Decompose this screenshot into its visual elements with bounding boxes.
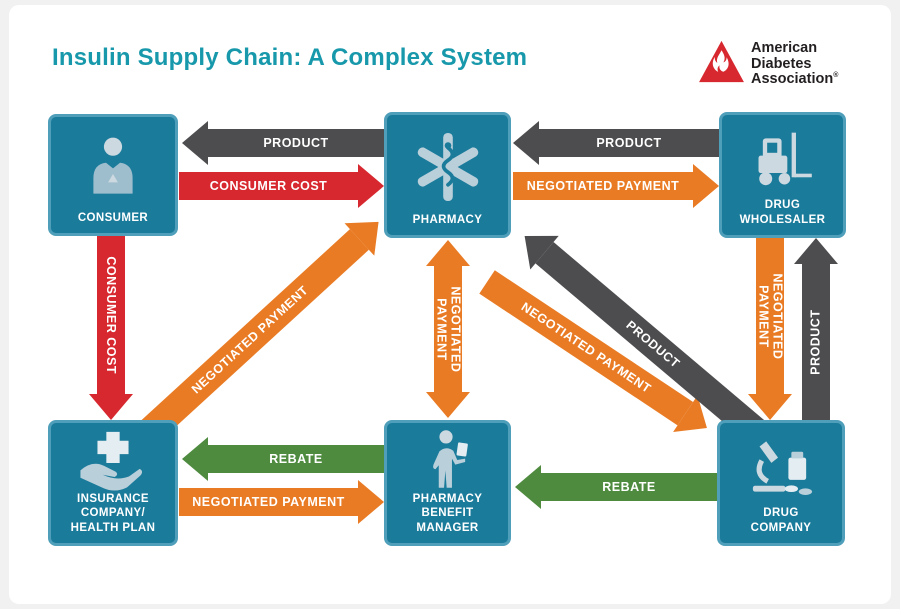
node-label: INSURANCE COMPANY/ HEALTH PLAN	[70, 492, 156, 534]
arrow-consumer-cost-consumer-to-insurance: CONSUMER COST	[89, 236, 133, 420]
arrowhead-left	[515, 465, 541, 509]
hands-holding-cross-icon	[76, 429, 150, 492]
arrow-label: CONSUMER COST	[209, 178, 328, 193]
node-label: DRUG COMPANY	[750, 507, 812, 534]
arrow-label: PRODUCT	[808, 309, 823, 375]
arrow-negotiated-payment-pharmacy-pbm: NEGOTIATED PAYMENT	[426, 240, 470, 418]
star-of-life-icon	[411, 121, 485, 213]
arrow-negotiated-payment-wholesaler-to-drug-company: NEGOTIATED PAYMENT	[748, 238, 792, 420]
node-label: DRUG WHOLESALER	[739, 199, 826, 226]
arrowhead-up	[794, 238, 838, 264]
arrow-product-pharmacy-to-consumer: PRODUCT	[182, 121, 384, 165]
ada-logo: American Diabetes Association®	[698, 40, 838, 88]
arrow-label: REBATE	[269, 451, 323, 466]
arrow-rebate-pbm-to-insurance: REBATE	[182, 437, 384, 481]
registered-mark: ®	[833, 72, 839, 80]
node-drug-company: DRUG COMPANY	[717, 420, 845, 546]
node-pharmacy-benefit-manager: PHARMACY BENEFIT MANAGER	[384, 420, 511, 546]
arrowhead-right	[693, 164, 719, 208]
node-insurance-company: INSURANCE COMPANY/ HEALTH PLAN	[48, 420, 178, 546]
arrowhead-left	[513, 121, 539, 165]
person-icon	[78, 123, 148, 211]
arrow-label: NEGOTIATED PAYMENT	[192, 494, 345, 509]
node-consumer: CONSUMER	[48, 114, 178, 236]
arrowhead-down	[89, 394, 133, 420]
arrowhead-up	[426, 240, 470, 266]
forklift-icon	[747, 121, 819, 198]
arrow-label: CONSUMER COST	[104, 256, 119, 374]
arrow-label: NEGOTIATED PAYMENT	[434, 285, 463, 373]
arrow-label: NEGOTIATED PAYMENT	[756, 272, 785, 360]
ada-logo-line1: American	[751, 40, 818, 56]
ada-logo-line3: Association®	[751, 71, 839, 88]
node-label: CONSUMER	[77, 211, 149, 224]
arrow-label: PRODUCT	[596, 135, 662, 150]
ada-triangle-flame-icon	[698, 40, 745, 88]
ada-logo-text: American Diabetes Association®	[751, 40, 838, 88]
pharmacist-with-clipboard-icon	[415, 429, 481, 492]
arrow-label: NEGOTIATED PAYMENT	[526, 178, 680, 193]
arrow-product-drug-company-to-wholesaler: PRODUCT	[794, 238, 838, 420]
page-title: Insulin Supply Chain: A Complex System	[52, 44, 528, 71]
arrowhead-left	[182, 437, 208, 481]
arrowhead-left	[182, 121, 208, 165]
arrow-consumer-cost-consumer-to-pharmacy: CONSUMER COST	[179, 164, 384, 208]
arrowhead-right	[358, 164, 384, 208]
microscope-and-medicine-icon	[744, 429, 818, 506]
arrow-rebate-drug-company-to-pbm: REBATE	[515, 465, 717, 509]
node-label: PHARMACY	[412, 213, 483, 226]
ada-logo-line2: Diabetes	[751, 55, 812, 72]
node-pharmacy: PHARMACY	[384, 112, 511, 238]
arrowhead-right	[358, 480, 384, 524]
arrow-negotiated-payment-pharmacy-to-wholesaler: NEGOTIATED PAYMENT	[513, 164, 719, 208]
node-drug-wholesaler: DRUG WHOLESALER	[719, 112, 846, 238]
arrow-product-wholesaler-to-pharmacy: PRODUCT	[513, 121, 719, 165]
arrow-label: PRODUCT	[263, 135, 329, 150]
arrowhead-down	[426, 392, 470, 418]
node-label: PHARMACY BENEFIT MANAGER	[412, 492, 483, 534]
arrow-negotiated-payment-insurance-to-pbm: NEGOTIATED PAYMENT	[179, 480, 384, 524]
arrow-label: REBATE	[602, 479, 656, 494]
